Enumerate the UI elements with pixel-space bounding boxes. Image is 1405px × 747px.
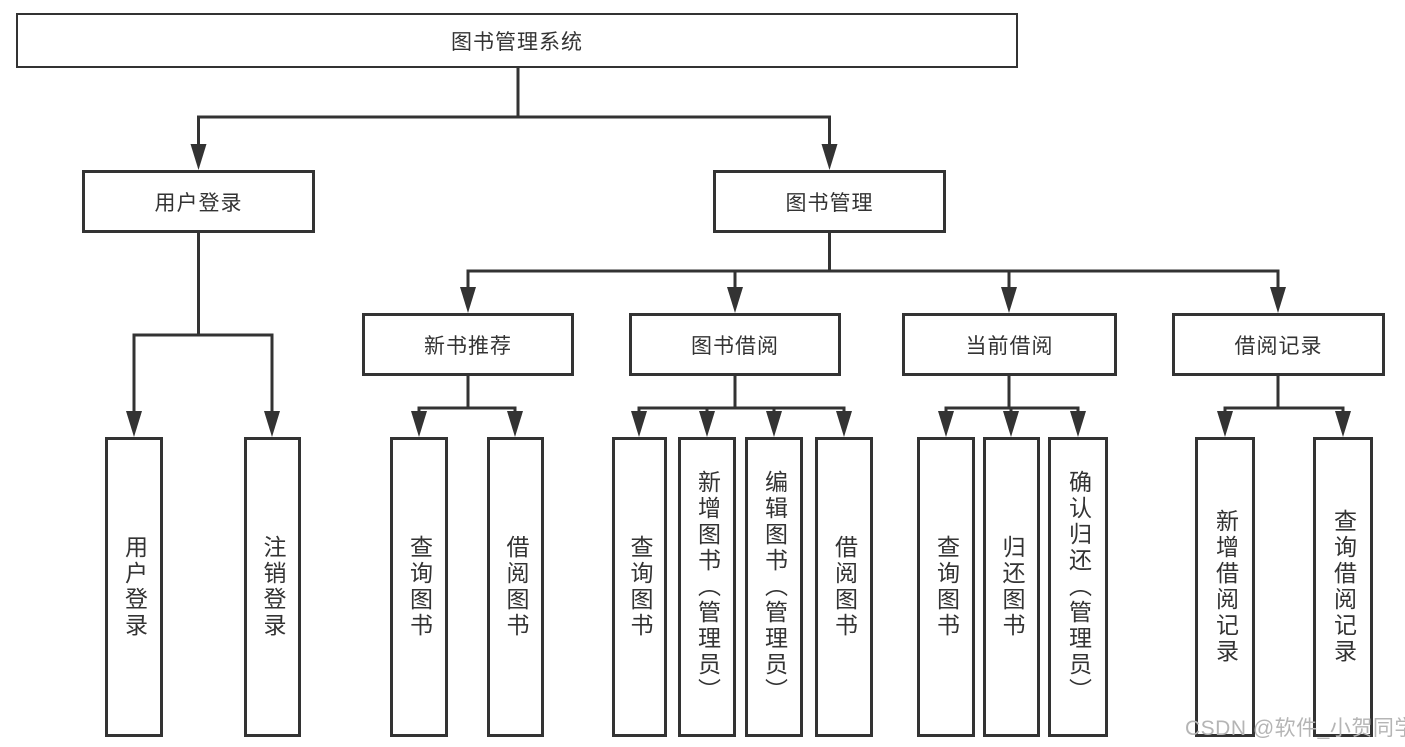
leaf-borrowing-query-books: 查询图书 [612, 437, 667, 737]
leaf-add-borrow-record: 新增借阅记录 [1195, 437, 1255, 737]
leaf-recommend-borrow-books: 借阅图书 [487, 437, 544, 737]
leaf-edit-books-admin: 编辑图书（管理员） [745, 437, 803, 737]
leaf-recommend-query-books: 查询图书 [390, 437, 448, 737]
node-current-borrowing: 当前借阅 [902, 313, 1117, 376]
node-borrowing-records: 借阅记录 [1172, 313, 1385, 376]
node-new-book-recommend: 新书推荐 [362, 313, 574, 376]
node-root-library-system: 图书管理系统 [16, 13, 1018, 68]
watermark-text: CSDN @软件_小贺同学 [1185, 717, 1405, 740]
leaf-user-login: 用户登录 [105, 437, 163, 737]
leaf-query-borrow-record: 查询借阅记录 [1313, 437, 1373, 737]
leaf-add-books-admin: 新增图书（管理员） [678, 437, 736, 737]
leaf-borrow-books: 借阅图书 [815, 437, 873, 737]
node-user-login-branch: 用户登录 [82, 170, 315, 233]
node-book-borrowing: 图书借阅 [629, 313, 841, 376]
leaf-confirm-return-admin: 确认归还（管理员） [1048, 437, 1108, 737]
leaf-logout: 注销登录 [244, 437, 301, 737]
leaf-return-books: 归还图书 [983, 437, 1040, 737]
node-book-management-branch: 图书管理 [713, 170, 946, 233]
leaf-current-query-books: 查询图书 [917, 437, 975, 737]
arrowheads [126, 144, 1351, 437]
